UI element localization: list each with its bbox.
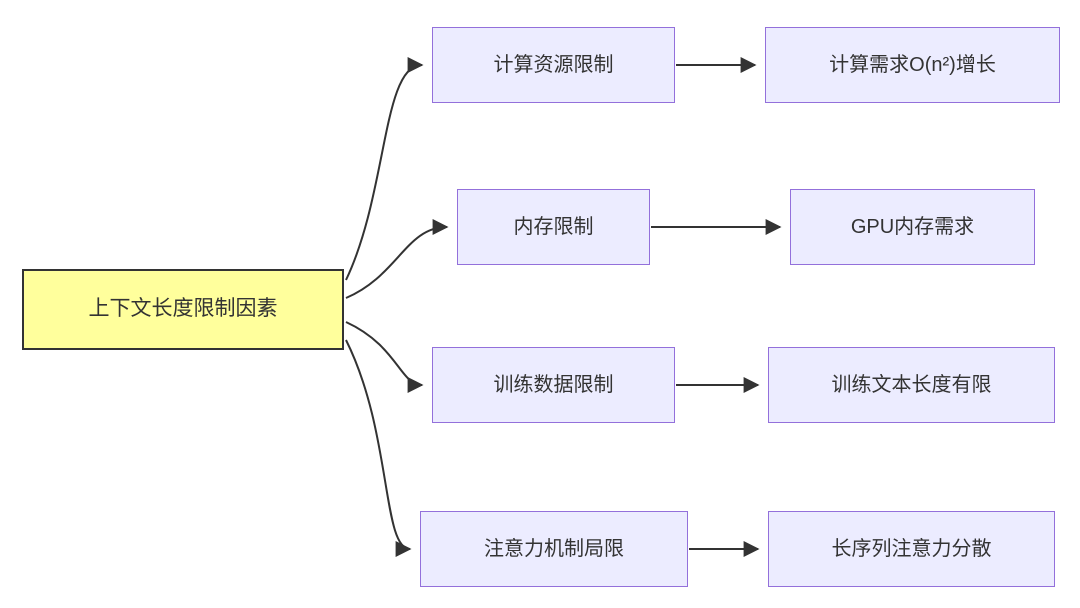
consequence-node-long-sequence-attention-dispersion: 长序列注意力分散 xyxy=(768,511,1055,587)
consequence-node-training-text-length-limited: 训练文本长度有限 xyxy=(768,347,1055,423)
factor-node-label: 训练数据限制 xyxy=(493,373,614,396)
root-node-label: 上下文长度限制因素 xyxy=(88,297,278,321)
factor-node-compute-resource-limit: 计算资源限制 xyxy=(432,27,675,103)
factor-node-training-data-limit: 训练数据限制 xyxy=(432,347,675,423)
consequence-node-gpu-memory-demand: GPU内存需求 xyxy=(790,189,1035,265)
consequence-node-label: 计算需求O(n²)增长 xyxy=(829,53,996,76)
edge-root-to-training xyxy=(345,321,424,393)
consequence-node-label: GPU内存需求 xyxy=(850,215,975,238)
consequence-node-label: 训练文本长度有限 xyxy=(831,373,992,396)
edge-root-to-memory xyxy=(345,219,449,299)
root-node-context-length-limit-factors: 上下文长度限制因素 xyxy=(22,269,344,350)
consequence-node-compute-demand-growth: 计算需求O(n²)增长 xyxy=(765,27,1060,103)
factor-node-memory-limit: 内存限制 xyxy=(457,189,650,265)
factor-node-label: 计算资源限制 xyxy=(493,53,614,76)
factor-node-attention-mechanism-limitation: 注意力机制局限 xyxy=(420,511,688,587)
consequence-node-label: 长序列注意力分散 xyxy=(831,537,992,560)
factor-node-label: 注意力机制局限 xyxy=(484,537,624,560)
edge-root-to-compute xyxy=(345,57,424,281)
factor-node-label: 内存限制 xyxy=(513,215,594,238)
edge-root-to-attention xyxy=(345,339,412,557)
